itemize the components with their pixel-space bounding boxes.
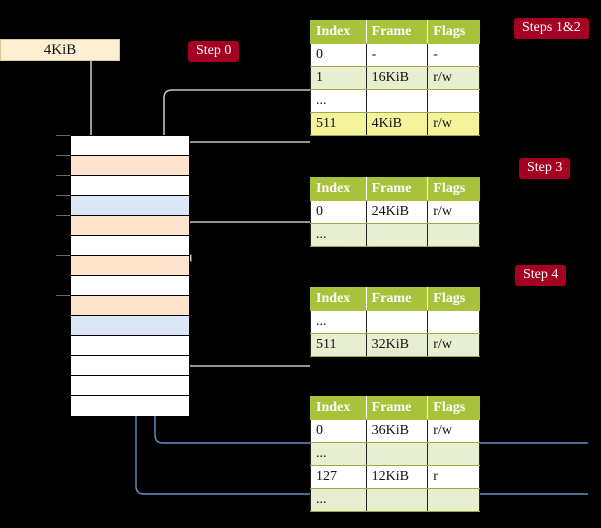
- column-header-frame: Frame: [365, 287, 429, 311]
- table-cell: 16KiB: [365, 66, 429, 90]
- memory-frame-row: [71, 356, 189, 376]
- memory-frame-row: [71, 296, 189, 316]
- column-header-frame: Frame: [365, 396, 429, 420]
- wire-step3-down: [184, 221, 310, 262]
- table-cell: r/w: [427, 112, 480, 136]
- table-cell: [427, 223, 480, 247]
- column-header-flags: Flags: [427, 396, 480, 420]
- table-cell: 1: [310, 66, 367, 90]
- memory-frame-row: [71, 396, 189, 416]
- column-header-index: Index: [310, 396, 367, 420]
- column-header-flags: Flags: [427, 287, 480, 311]
- table-row: ...: [310, 310, 480, 334]
- table-cell: ...: [310, 223, 367, 247]
- column-header-index: Index: [310, 177, 367, 201]
- source-address-label: 4KiB: [43, 41, 77, 58]
- table-cell: 511: [310, 333, 367, 357]
- table-cell: 24KiB: [365, 200, 429, 224]
- table-cell: [365, 488, 429, 512]
- badge-steps-1-2: Steps 1&2: [514, 18, 589, 40]
- table-cell: 127: [310, 465, 367, 489]
- table-cell: ...: [310, 442, 367, 466]
- table-cell: [365, 310, 429, 334]
- memory-frame-row: [71, 236, 189, 256]
- table-row: 0--: [310, 43, 480, 67]
- memory-frame-row: [71, 276, 189, 296]
- table-cell: 0: [310, 200, 367, 224]
- table-cell: [427, 488, 480, 512]
- table-row: ...: [310, 223, 480, 247]
- table-row: ...: [310, 442, 480, 466]
- table-cell: ...: [310, 488, 367, 512]
- table-cell: 0: [310, 43, 367, 67]
- table-cell: r/w: [427, 333, 480, 357]
- badge-step-4: Step 4: [515, 265, 567, 287]
- memory-frame-row: [71, 256, 189, 276]
- memory-frame-row: [71, 316, 189, 336]
- memory-frame-row: [71, 196, 189, 216]
- column-header-index: Index: [310, 20, 367, 44]
- table-cell: [427, 310, 480, 334]
- table-cell: -: [365, 43, 429, 67]
- table-cell: r/w: [427, 419, 480, 443]
- memory-frame-tick: [56, 295, 70, 296]
- source-address-box: 4KiB: [0, 39, 120, 61]
- table-cell: 36KiB: [365, 419, 429, 443]
- table-row: ...: [310, 89, 480, 113]
- table-cell: r/w: [427, 66, 480, 90]
- wire-steps12-b: [175, 141, 310, 152]
- table-cell: 511: [310, 112, 367, 136]
- table-cell: -: [427, 43, 480, 67]
- badge-step-0: Step 0: [188, 41, 240, 63]
- memory-frame-row: [71, 376, 189, 396]
- table-cell: 32KiB: [365, 333, 429, 357]
- table-cell: 0: [310, 419, 367, 443]
- table-cell: ...: [310, 310, 367, 334]
- column-header-flags: Flags: [427, 20, 480, 44]
- memory-frame-tick: [56, 215, 70, 216]
- table-cell: [427, 89, 480, 113]
- table-cell: r: [427, 465, 480, 489]
- table-row: ...: [310, 488, 480, 512]
- table-cell: ...: [310, 89, 367, 113]
- column-header-frame: Frame: [365, 177, 429, 201]
- memory-frame-row: [71, 136, 189, 156]
- table-cell: [427, 442, 480, 466]
- table-cell: [365, 442, 429, 466]
- memory-frame-tick: [56, 255, 70, 256]
- memory-frame-tick: [56, 135, 70, 136]
- memory-frame-tick: [56, 155, 70, 156]
- memory-frame-row: [71, 176, 189, 196]
- wire-step4-up: [178, 301, 310, 367]
- column-header-index: Index: [310, 287, 367, 311]
- memory-frame-tick: [56, 195, 70, 196]
- table-cell: 12KiB: [365, 465, 429, 489]
- table-cell: [365, 89, 429, 113]
- memory-frame-row: [71, 156, 189, 176]
- column-header-frame: Frame: [365, 20, 429, 44]
- memory-frame-tick: [56, 175, 70, 176]
- memory-frame-row: [71, 216, 189, 236]
- badge-step-3: Step 3: [519, 158, 571, 180]
- physical-memory-grid: [70, 135, 190, 416]
- table-cell: [365, 223, 429, 247]
- table-cell: r/w: [427, 200, 480, 224]
- memory-frame-row: [71, 336, 189, 356]
- table-cell: 4KiB: [365, 112, 429, 136]
- column-header-flags: Flags: [427, 177, 480, 201]
